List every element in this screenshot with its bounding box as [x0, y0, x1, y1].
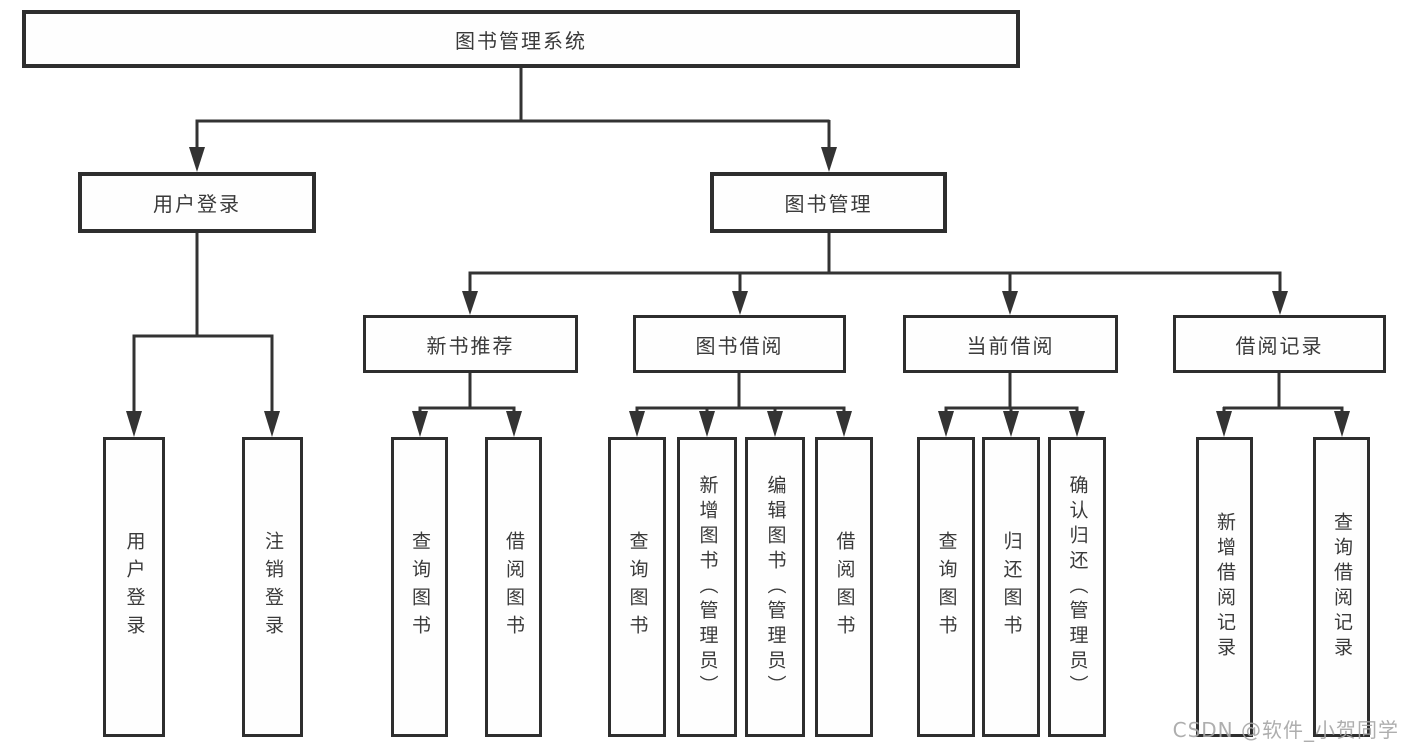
node-current-borrowing: 当前借阅 — [903, 315, 1118, 373]
leaf-query-books-borrowing: 查询图书 — [608, 437, 666, 737]
leaf-user-login: 用户登录 — [103, 437, 165, 737]
node-root-system: 图书管理系统 — [22, 10, 1020, 68]
leaf-confirm-return-admin: 确认归还（管理员） — [1048, 437, 1106, 737]
leaf-borrow-books-recommend: 借阅图书 — [485, 437, 542, 737]
node-user-login: 用户登录 — [78, 172, 316, 233]
leaf-edit-books-admin: 编辑图书（管理员） — [745, 437, 805, 737]
leaf-borrow-books-borrowing: 借阅图书 — [815, 437, 873, 737]
leaf-add-books-admin: 新增图书（管理员） — [677, 437, 737, 737]
leaf-query-books-current: 查询图书 — [917, 437, 975, 737]
csdn-watermark: CSDN @软件_小贺同学 — [1172, 718, 1399, 742]
leaf-query-borrow-record: 查询借阅记录 — [1313, 437, 1370, 737]
node-book-borrowing: 图书借阅 — [633, 315, 846, 373]
leaf-logout: 注销登录 — [242, 437, 303, 737]
node-borrow-records: 借阅记录 — [1173, 315, 1386, 373]
leaf-return-books: 归还图书 — [982, 437, 1040, 737]
leaf-add-borrow-record: 新增借阅记录 — [1196, 437, 1253, 737]
node-book-management: 图书管理 — [710, 172, 947, 233]
node-new-book-recommend: 新书推荐 — [363, 315, 578, 373]
leaf-query-books-recommend: 查询图书 — [391, 437, 448, 737]
